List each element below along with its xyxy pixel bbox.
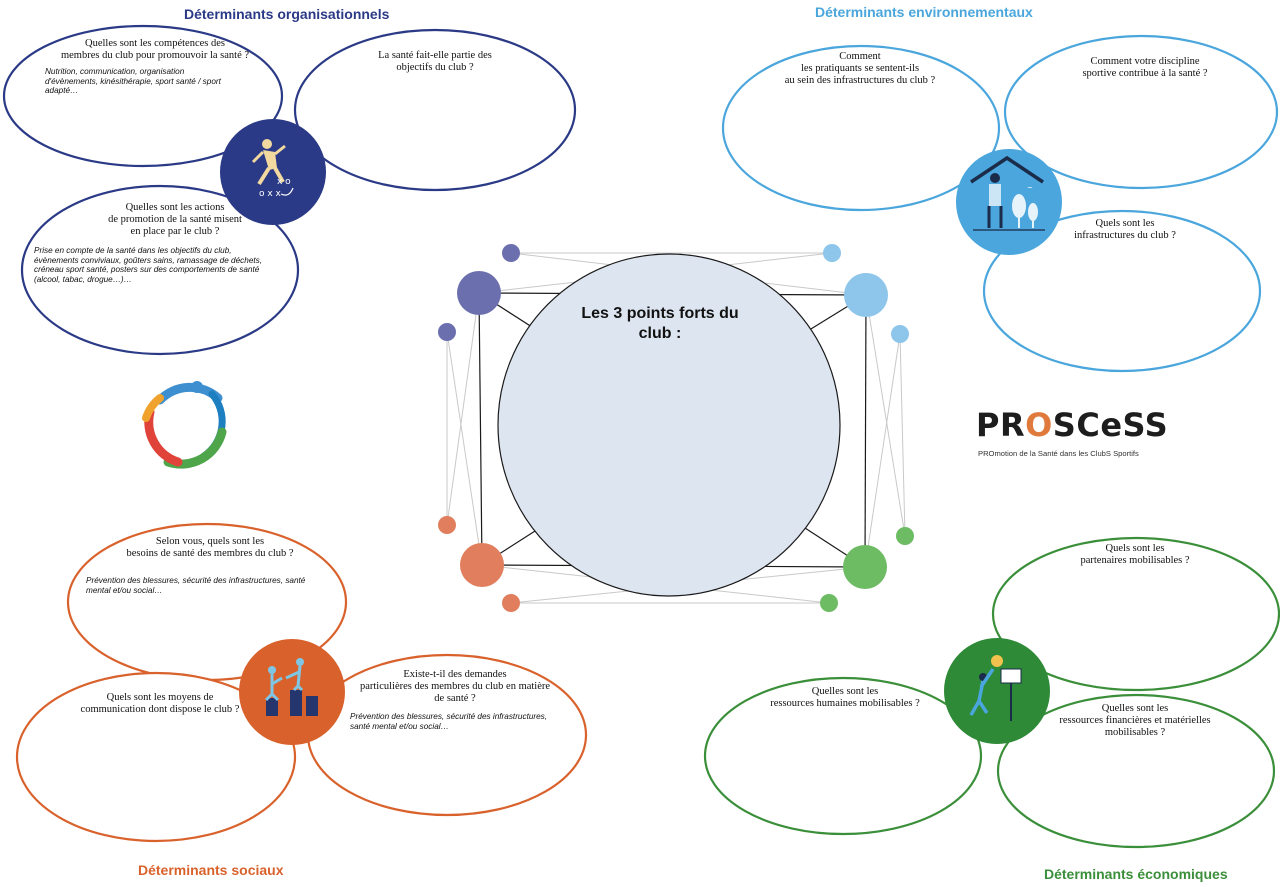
env-bubble-feeling: [721, 44, 1001, 212]
center-title: Les 3 points forts du club :: [581, 305, 739, 342]
node-env-small-top: [823, 244, 841, 262]
svg-text:~: ~: [1027, 184, 1033, 192]
swirl-logo-icon: [142, 381, 227, 469]
heading-organisational: Déterminants organisationnels: [184, 6, 390, 22]
center-network: [438, 244, 914, 612]
org-bubble-objectives: [293, 28, 577, 192]
env-hub-circle: [956, 149, 1062, 255]
eco-bubble-financial: [996, 693, 1276, 849]
eco-question-partners: Quels sont les partenaires mobilisables …: [1080, 543, 1190, 566]
org-hub-circle: [220, 119, 326, 225]
node-env-small-right: [891, 325, 909, 343]
svg-text:o x x: o x x: [259, 189, 282, 199]
social-question-needs: Selon vous, quels sont les besoins de sa…: [126, 536, 294, 559]
node-social-small-left: [438, 516, 456, 534]
node-social-large: [460, 543, 504, 587]
env-bubble-discipline: [1003, 34, 1279, 190]
prosess-logo-subtitle: PROmotion de la Santé dans les ClubS Spo…: [978, 449, 1139, 458]
svg-text:x o: x o: [277, 177, 291, 187]
heading-social: Déterminants sociaux: [138, 862, 284, 878]
org-examples-actions: Prise en compte de la santé dans les obj…: [34, 246, 263, 284]
org-question-objectives: La santé fait-elle partie des objectifs …: [378, 50, 492, 73]
logo-name-o: O: [1025, 406, 1053, 444]
social-bubble-communication: [15, 671, 297, 843]
env-question-infrastructures: Quels sont les infrastructures du club ?: [1074, 218, 1176, 241]
env-question-discipline: Comment votre discipline sportive contri…: [1082, 56, 1208, 79]
prosess-logo: PROSCeSS: [976, 406, 1168, 444]
heading-environmental: Déterminants environnementaux: [815, 4, 1033, 20]
social-examples-needs: Prévention des blessures, sécurité des i…: [86, 576, 306, 595]
people-helping-icon: [264, 658, 318, 716]
eco-question-financial: Quelles sont les ressources financières …: [1059, 703, 1211, 738]
environmental-cluster: ~: [721, 34, 1279, 373]
org-question-competences: Quelles sont les compétences des membres…: [60, 38, 250, 61]
env-question-feeling: Comment les pratiquants se sentent-ils a…: [784, 51, 936, 86]
social-cluster: [15, 522, 588, 843]
node-org-large: [457, 271, 501, 315]
node-eco-large: [843, 545, 887, 589]
org-bubble-actions: [20, 184, 300, 356]
eco-hub-circle: [944, 638, 1050, 744]
heading-economic: Déterminants économiques: [1044, 866, 1228, 882]
social-question-communication: Quels sont les moyens de communication d…: [80, 692, 240, 715]
eco-bubble-partners: [991, 536, 1280, 692]
football-tactics-icon: x o o x x: [251, 139, 294, 199]
node-env-large: [844, 273, 888, 317]
eco-bubble-human: [703, 676, 983, 836]
social-examples-requests: Prévention des blessures, sécurité des i…: [350, 712, 548, 731]
eco-question-human: Quelles sont les ressources humaines mob…: [770, 686, 920, 709]
node-eco-small-bottom: [820, 594, 838, 612]
basketball-player-icon: [969, 655, 1022, 721]
node-eco-small-right: [896, 527, 914, 545]
env-bubble-infrastructures: [982, 209, 1262, 373]
social-question-requests: Existe-t-il des demandes particulières d…: [359, 669, 551, 704]
logo-name-part2: SCeSS: [1052, 406, 1169, 444]
org-bubble-competences: [2, 24, 284, 168]
node-org-small-top: [502, 244, 520, 262]
organisational-cluster: x o o x x: [2, 24, 577, 356]
node-org-small-left: [438, 323, 456, 341]
org-examples-competences: Nutrition, communication, organisation d…: [45, 67, 221, 96]
economic-cluster: [703, 536, 1280, 849]
center-circle: [497, 253, 841, 597]
logo-name-part1: PR: [976, 406, 1026, 444]
node-social-small-bottom: [502, 594, 520, 612]
org-question-actions: Quelles sont les actions de promotion de…: [108, 202, 242, 237]
nature-shelter-icon: ~: [970, 155, 1045, 231]
